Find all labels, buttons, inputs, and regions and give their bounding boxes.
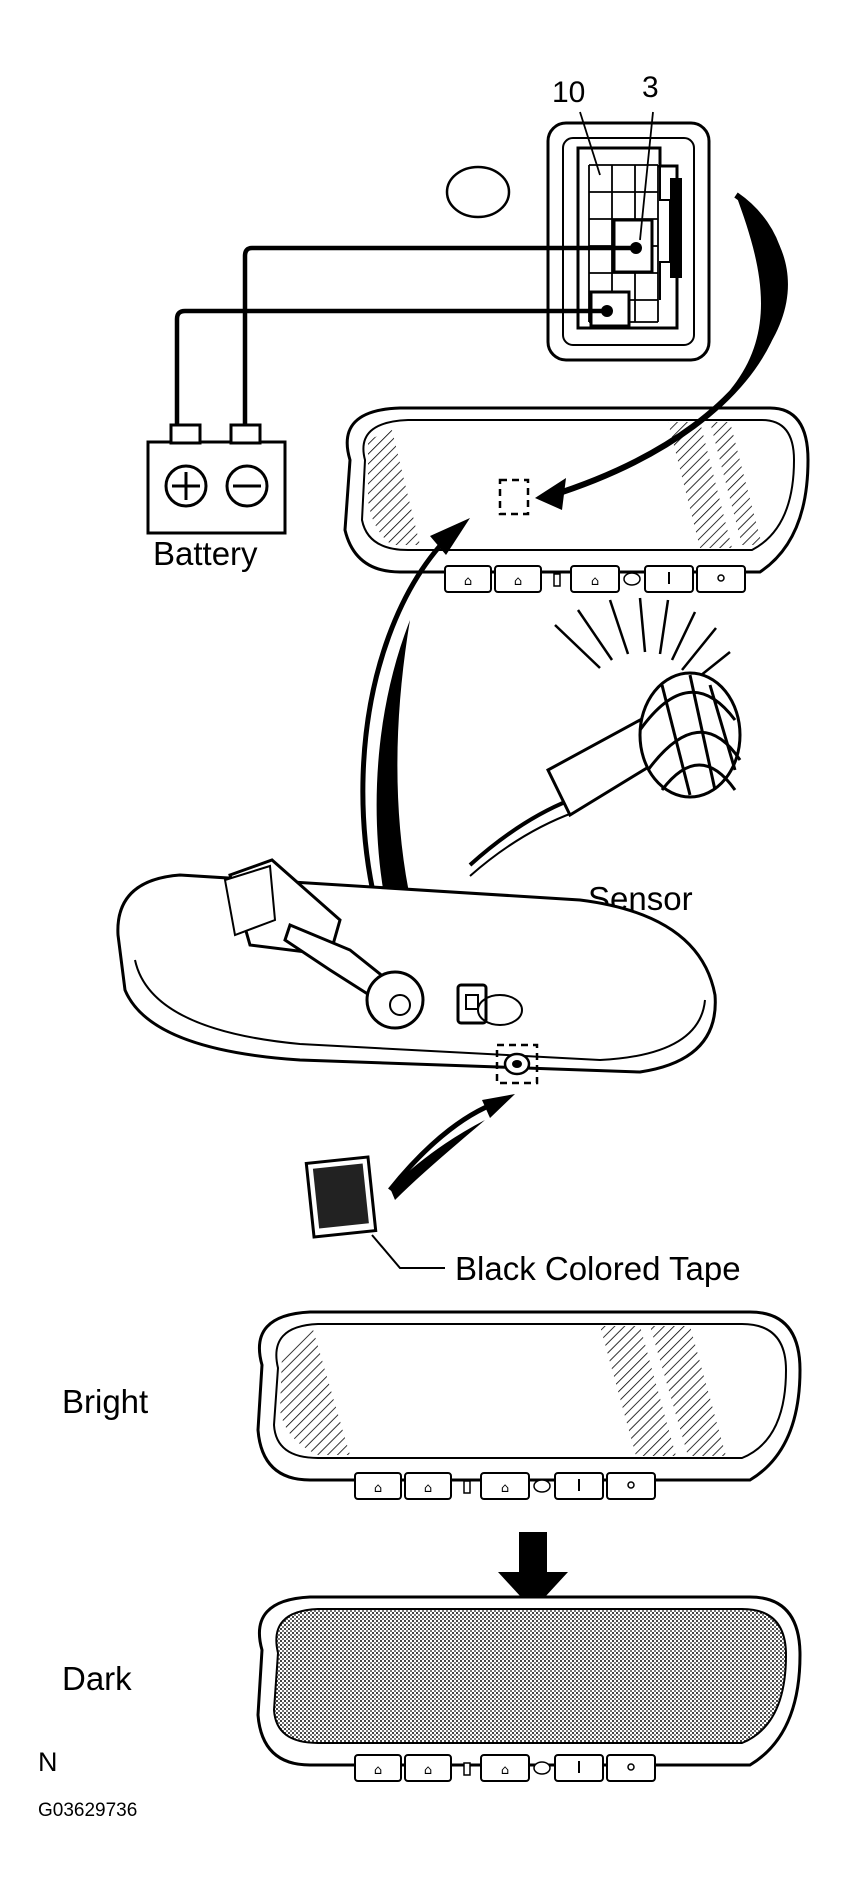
pin-label-10: 10 bbox=[552, 76, 585, 109]
black-colored-tape bbox=[304, 1155, 378, 1239]
arrow-tape-to-sensor bbox=[388, 1094, 515, 1200]
battery-label: Battery bbox=[153, 535, 258, 572]
dark-label: Dark bbox=[62, 1660, 132, 1697]
connector bbox=[445, 111, 711, 362]
mirror-dark bbox=[256, 1595, 802, 1782]
figure-code: G03629736 bbox=[38, 1800, 138, 1821]
battery bbox=[146, 423, 287, 535]
arrow-connector-to-mirror bbox=[535, 192, 788, 510]
battery-negative-terminal bbox=[225, 464, 269, 508]
battery-positive-terminal bbox=[164, 464, 208, 508]
wire-harness bbox=[174, 245, 636, 430]
mirror-back-view bbox=[116, 858, 717, 1085]
arrow-bright-to-dark bbox=[498, 1532, 568, 1610]
footer-letter: N bbox=[38, 1747, 58, 1777]
light-sensor bbox=[495, 1043, 539, 1085]
mirror-bright bbox=[256, 1310, 802, 1500]
work-lamp bbox=[468, 597, 742, 877]
bright-label: Bright bbox=[62, 1383, 148, 1420]
mirror-front-view bbox=[343, 406, 810, 593]
pin-label-3: 3 bbox=[642, 71, 659, 104]
tape-label: Black Colored Tape bbox=[455, 1250, 741, 1287]
